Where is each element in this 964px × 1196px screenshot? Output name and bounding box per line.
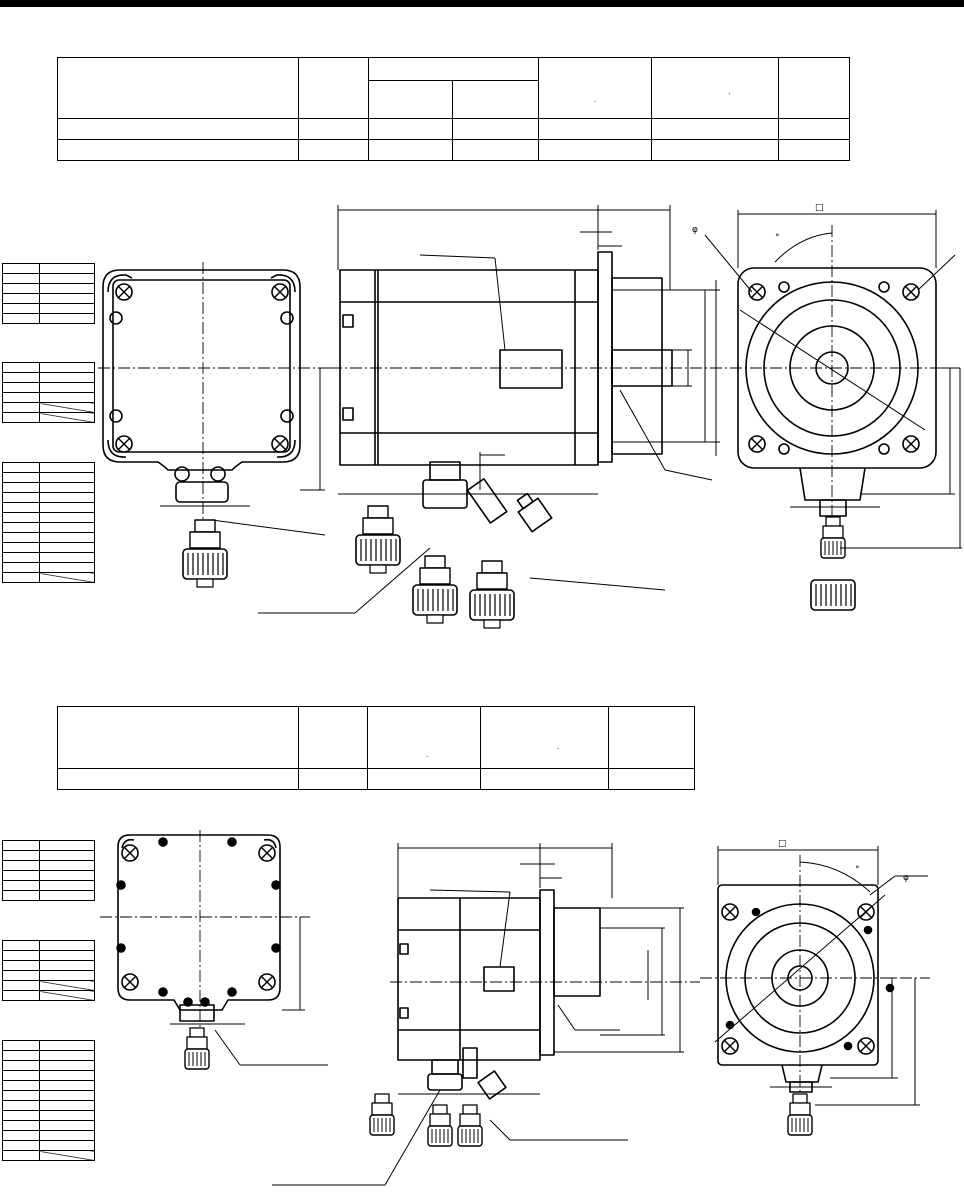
phi-symbol-upper: φ bbox=[692, 225, 698, 235]
square-symbol-upper: □ bbox=[815, 203, 824, 213]
spec-cell-mass-header: . bbox=[479, 706, 609, 769]
table-row bbox=[2, 412, 95, 423]
pin-table-power-lower bbox=[2, 940, 95, 1001]
spec-cell-inertia-header: . bbox=[537, 57, 653, 119]
decimal-dot: . bbox=[426, 751, 429, 759]
decimal-dot: . bbox=[556, 743, 560, 751]
pin-table-encoder-upper bbox=[2, 263, 95, 324]
rear-view-lower bbox=[100, 830, 328, 1070]
table-row bbox=[56, 139, 850, 161]
table-row bbox=[2, 572, 95, 583]
pin-table-brake-lower bbox=[2, 1040, 95, 1161]
side-view-upper bbox=[258, 205, 740, 628]
spec-table-lower: . . bbox=[57, 706, 696, 790]
spec-cell-output-header bbox=[297, 706, 369, 769]
decimal-dot: . bbox=[593, 96, 597, 104]
pin-table-brake-upper bbox=[2, 462, 95, 583]
pin-table-encoder-lower bbox=[2, 840, 95, 901]
pin-table-power-upper bbox=[2, 362, 95, 423]
front-view-upper bbox=[704, 210, 962, 611]
table-row bbox=[56, 118, 850, 140]
side-view-lower bbox=[272, 843, 700, 1186]
front-view-lower bbox=[700, 846, 930, 1136]
table-row bbox=[2, 1150, 95, 1161]
table-row bbox=[2, 313, 95, 324]
degree-symbol-upper: ° bbox=[775, 233, 780, 243]
rear-view-upper bbox=[98, 262, 330, 587]
spec-cell-model-header bbox=[57, 706, 299, 769]
degree-symbol-lower: ° bbox=[855, 865, 860, 875]
spec-cell-inertia-header: . bbox=[367, 706, 481, 769]
phi-symbol-lower: φ bbox=[903, 873, 909, 883]
spec-cell-mass-header: . bbox=[651, 57, 780, 119]
decimal-dot: . bbox=[728, 88, 731, 96]
spec-cell-drawing-header bbox=[778, 57, 850, 119]
spec-cell-sub-a bbox=[368, 80, 454, 119]
page-top-rule bbox=[0, 0, 964, 7]
square-symbol-lower: □ bbox=[778, 839, 787, 849]
spec-table-upper: . . bbox=[56, 57, 850, 161]
table-row bbox=[2, 990, 95, 1001]
table-row bbox=[57, 768, 696, 790]
spec-cell-drawing-header bbox=[607, 706, 696, 769]
table-row bbox=[2, 890, 95, 901]
